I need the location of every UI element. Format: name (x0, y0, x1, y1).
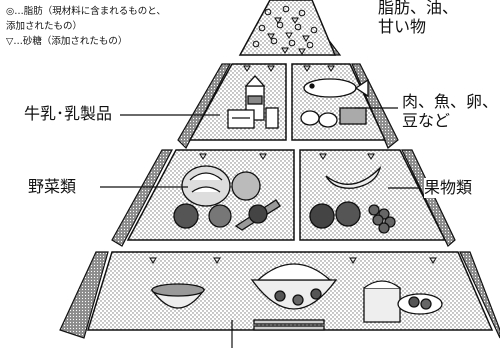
sugar-markers (149, 65, 437, 264)
legend: ◎…脂肪（現材料に含まれるものと、 添加されたもの） ▽…砂糖（添加されたもの） (3, 4, 169, 49)
label-dairy: 牛乳･乳製品 (24, 104, 113, 124)
label-protein-line1: 肉、魚、卵、 (402, 92, 499, 111)
label-vegetables: 野菜類 (28, 177, 77, 197)
label-protein: 肉、魚、卵、 豆など (402, 92, 499, 130)
vegetables-illustration (173, 165, 281, 231)
label-fats-line2: 甘い物 (378, 17, 427, 36)
label-fats-line1: 脂肪、油、 (378, 0, 459, 17)
pyramid-tier-fats (238, 0, 337, 56)
pyramid-side-tier4 (459, 251, 500, 339)
fat-legend-text: …脂肪（現材料に含まれるものと、 (14, 6, 166, 17)
legend-fat-row-cont: 添加されたもの） (6, 19, 166, 34)
label-fats: 脂肪、油、 甘い物 (378, 0, 459, 36)
pyramid-side-tier3 (401, 149, 456, 247)
pyramid-left-tier4 (59, 251, 109, 339)
dairy-illustration (227, 75, 279, 129)
fat-legend-text-cont: 添加されたもの） (6, 21, 83, 32)
fat-symbol: ◎ (6, 6, 15, 17)
pyramid-left-tier3 (111, 149, 173, 247)
protein-illustration (300, 78, 369, 128)
fruits-illustration (309, 165, 396, 234)
sugar-legend-text: …砂糖（添加されたもの） (13, 36, 128, 47)
grains-illustration (150, 263, 443, 331)
legend-sugar-row: ▽…砂糖（添加されたもの） (6, 34, 166, 49)
sugar-symbol: ▽ (6, 36, 14, 47)
fat-sugar-symbols (252, 5, 318, 55)
label-protein-line2: 豆など (402, 111, 451, 130)
leader-lines (100, 107, 420, 348)
label-fruits: 果物類 (424, 178, 473, 198)
legend-fat-row: ◎…脂肪（現材料に含まれるものと、 (6, 4, 166, 19)
